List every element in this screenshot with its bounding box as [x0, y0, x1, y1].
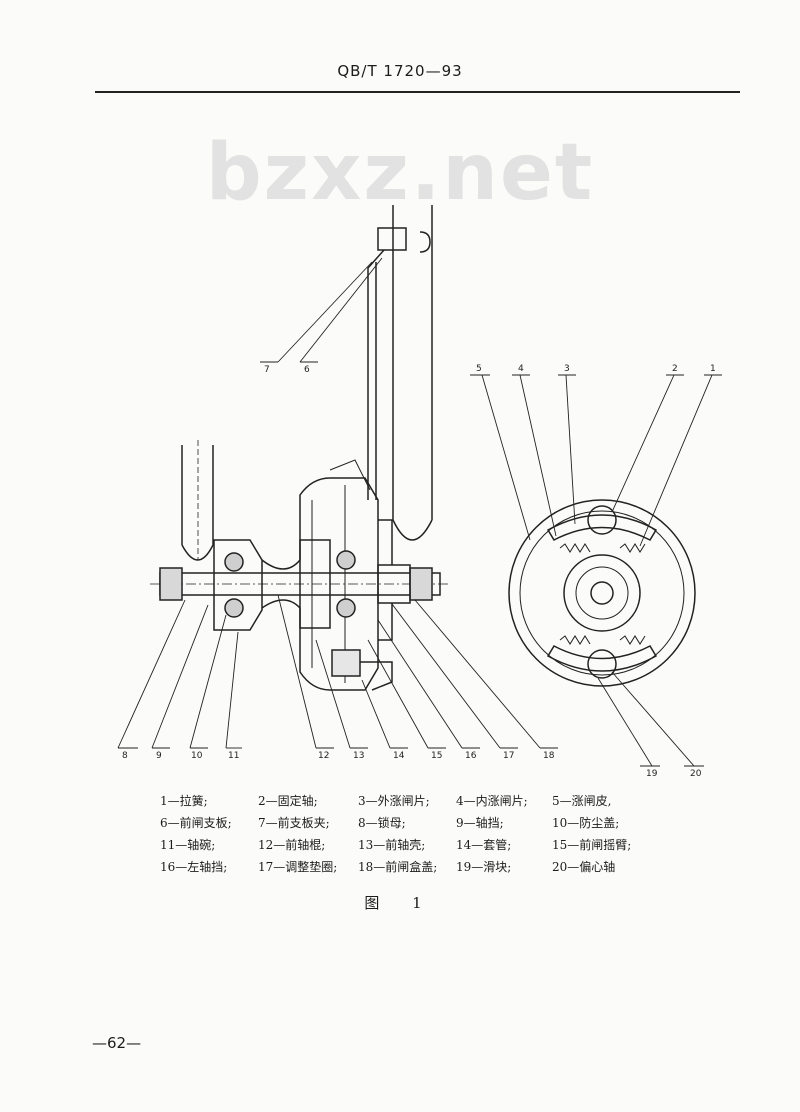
legend-item: 11—轴碗; [160, 838, 216, 852]
tension-spring-top [559, 543, 646, 553]
support-clamp [377, 227, 407, 251]
callout-19: 19 [646, 769, 658, 779]
callout-12: 12 [318, 751, 329, 761]
callout-18: 18 [543, 751, 555, 761]
callout-14: 14 [393, 751, 405, 761]
brake-hub-ring [563, 554, 641, 632]
fixed-axle-pin [587, 505, 617, 535]
legend-item: 10—防尘盖; [552, 816, 620, 830]
legend-item: 18—前闸盒盖; [358, 860, 438, 874]
ball-bearing-right-top [336, 550, 356, 570]
adjusting-washer [377, 564, 411, 604]
callout-4: 4 [518, 364, 524, 374]
slider-block [587, 649, 617, 679]
callout-8: 8 [122, 751, 128, 761]
ball-bearing-right-bottom [336, 598, 356, 618]
callout-3: 3 [564, 364, 570, 374]
watermark: bzxz.net [205, 128, 595, 218]
standard-code-header: QB/T 1720—93 [337, 62, 463, 80]
callout-16: 16 [465, 751, 477, 761]
legend-item: 15—前闸摇臂; [552, 838, 632, 852]
brake-shoe-outer [546, 514, 658, 541]
callout-11: 11 [228, 751, 239, 761]
callout-20: 20 [690, 769, 702, 779]
callout-2: 2 [672, 364, 678, 374]
legend-item: 7—前支板夹; [258, 816, 330, 830]
ball-bearing-left-top [224, 552, 244, 572]
legend-item: 16—左轴挡; [160, 860, 228, 874]
page-number: —62— [92, 1034, 142, 1052]
bearing-cup-left [213, 539, 263, 631]
callout-7: 7 [264, 365, 270, 375]
ball-bearing-left-bottom [224, 598, 244, 618]
fork-tube-upper [392, 205, 433, 541]
brake-shoe-inner [546, 645, 658, 672]
legend-item: 9—轴挡; [456, 816, 504, 830]
figure-caption: 图 1 [364, 894, 436, 912]
fork-tube-left [181, 445, 214, 561]
callout-10: 10 [191, 751, 203, 761]
lock-nut-left [159, 567, 183, 601]
legend-item: 20—偏心轴 [552, 860, 616, 874]
callout-15: 15 [431, 751, 442, 761]
legend-item: 17—调整垫圈; [258, 860, 338, 874]
brake-drum-outer [508, 499, 696, 687]
legend-item: 12—前轴棍; [258, 838, 326, 852]
legend-item: 2—固定轴; [258, 794, 318, 808]
support-plate-arm [367, 249, 385, 500]
parts-legend: 1—拉簧; 2—固定轴; 3—外涨闸片; 4—内涨闸片; 5—涨闸皮, 6—前闸… [160, 792, 660, 877]
callout-17: 17 [503, 751, 514, 761]
callout-5: 5 [476, 364, 482, 374]
brake-housing [299, 477, 379, 691]
legend-item: 8—锁母; [358, 816, 406, 830]
legend-item: 3—外涨闸片; [358, 794, 430, 808]
legend-item: 14—套管; [456, 838, 512, 852]
legend-item: 19—滑块; [456, 860, 512, 874]
callout-6: 6 [304, 365, 310, 375]
lock-nut-right [409, 567, 433, 601]
tension-spring-bottom [559, 635, 646, 645]
callout-1: 1 [710, 364, 716, 374]
legend-item: 6—前闸支板; [160, 816, 232, 830]
legend-item: 5—涨闸皮, [552, 794, 612, 808]
legend-item: 13—前轴壳; [358, 838, 426, 852]
brake-rocker-arm [331, 649, 361, 677]
header-rule [95, 91, 740, 93]
legend-item: 4—内涨闸片; [456, 794, 528, 808]
legend-item: 1—拉簧; [160, 794, 208, 808]
callout-9: 9 [156, 751, 162, 761]
callout-13: 13 [353, 751, 364, 761]
hub-center-hole [590, 581, 614, 605]
